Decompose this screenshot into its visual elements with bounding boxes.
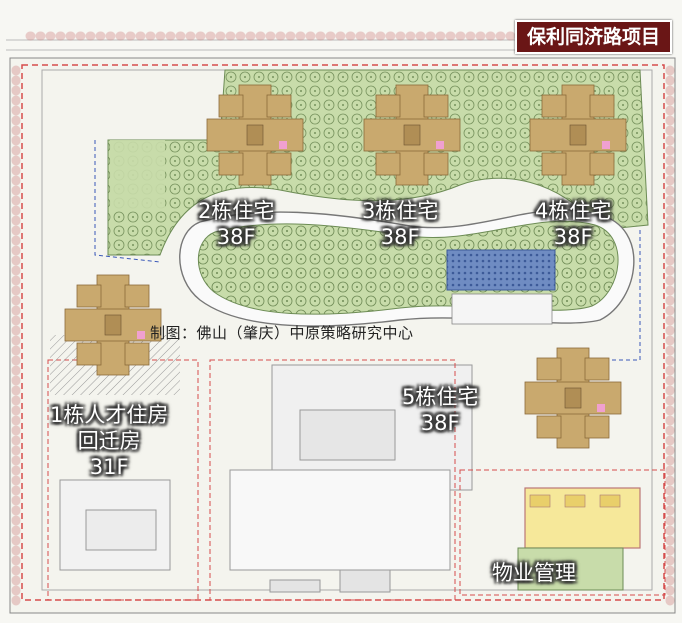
- building-5-floors: 38F: [420, 411, 460, 435]
- building-5-label: 5栋住宅 38F: [402, 384, 478, 436]
- project-title: 保利同济路项目: [526, 26, 660, 48]
- tower-1-footprint: [64, 274, 162, 376]
- building-1-name: 1栋人才住房: [50, 403, 169, 427]
- tower-5-footprint: [524, 347, 622, 449]
- building-4-floors: 38F: [553, 225, 593, 249]
- building-1-label: 1栋人才住房 回迁房 31F: [50, 402, 168, 480]
- property-management-label: 物业管理: [492, 560, 576, 586]
- tower-4-footprint: [529, 84, 627, 186]
- building-2-floors: 38F: [216, 225, 256, 249]
- central-lawn: [179, 209, 635, 327]
- building-1-floors: 31F: [89, 455, 129, 479]
- building-1-sub: 回迁房: [77, 429, 141, 453]
- building-3-name: 3栋住宅: [362, 199, 439, 223]
- building-4-name: 4栋住宅: [535, 199, 612, 223]
- map-credit: 制图：佛山（肇庆）中原策略研究中心: [150, 324, 414, 342]
- property-management-block: [517, 487, 641, 591]
- tower-3-footprint: [363, 84, 461, 186]
- property-management-text: 物业管理: [492, 561, 576, 585]
- building-3-floors: 38F: [380, 225, 420, 249]
- project-title-badge: 保利同济路项目: [514, 20, 672, 54]
- building-3-label: 3栋住宅 38F: [362, 198, 438, 250]
- left-garden: [110, 140, 165, 210]
- water-feature: [446, 249, 556, 291]
- tower-footprints: [64, 84, 627, 449]
- lower-plots: [47, 359, 666, 601]
- tower-2-footprint: [206, 84, 304, 186]
- building-2-label: 2栋住宅 38F: [198, 198, 274, 250]
- building-2-name: 2栋住宅: [198, 199, 275, 223]
- building-4-label: 4栋住宅 38F: [535, 198, 611, 250]
- building-5-name: 5栋住宅: [402, 385, 479, 409]
